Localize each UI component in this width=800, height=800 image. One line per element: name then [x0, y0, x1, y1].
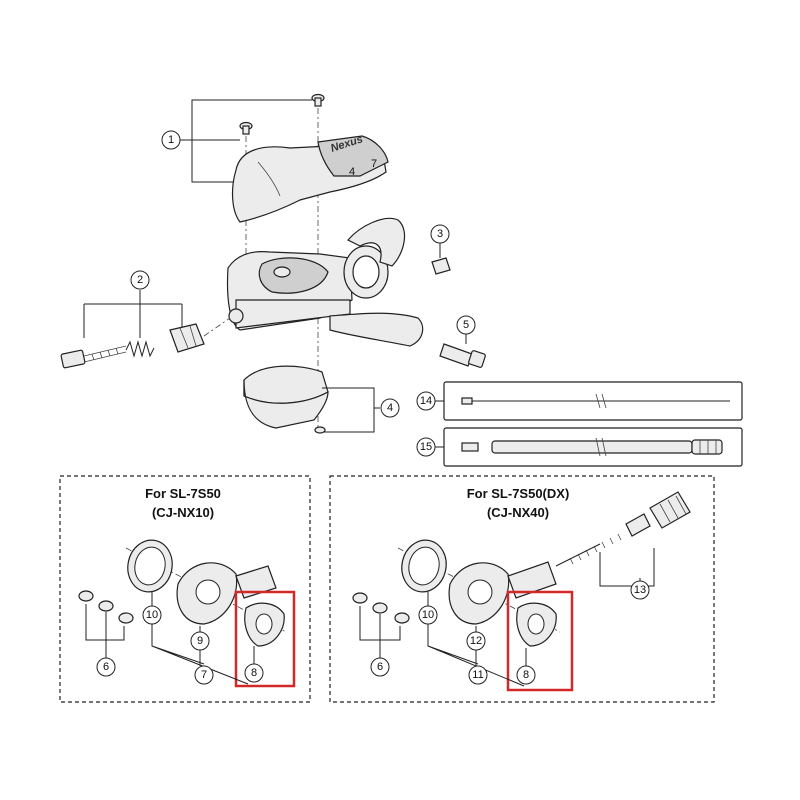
svg-text:4: 4 — [387, 402, 393, 414]
callout-11: 11 — [468, 665, 488, 685]
leader-lines-left-box — [85, 592, 255, 685]
gear-number-7: 7 — [371, 158, 377, 170]
callout-4: 4 — [380, 398, 400, 418]
callout-5: 5 — [456, 315, 476, 335]
svg-text:3: 3 — [437, 228, 443, 240]
cap-screw-3 — [431, 257, 451, 275]
callout-6: 6 — [96, 657, 116, 677]
callout-6-right: 6 — [370, 657, 390, 677]
svg-text:7: 7 — [201, 669, 207, 681]
callout-1: 1 — [161, 130, 181, 150]
leader-lines-1 — [180, 99, 312, 183]
svg-text:5: 5 — [463, 319, 469, 331]
box-right-title-line1: For SL-7S50(DX) — [467, 486, 570, 501]
adjuster-nut — [169, 323, 205, 353]
adjuster-spring — [125, 340, 155, 358]
callout-3: 3 — [430, 224, 450, 244]
lower-cover — [243, 365, 329, 434]
callout-9: 9 — [190, 631, 210, 651]
svg-text:10: 10 — [422, 609, 434, 621]
leader-lines-2 — [83, 290, 183, 338]
svg-text:8: 8 — [523, 669, 529, 681]
shifter-body — [226, 217, 424, 347]
svg-text:12: 12 — [470, 635, 482, 647]
highlight-box-left — [234, 590, 296, 688]
callout-15: 15 — [416, 437, 436, 457]
svg-text:15: 15 — [420, 441, 432, 453]
box-left-title-line2: (CJ-NX10) — [152, 505, 214, 520]
svg-text:6: 6 — [377, 661, 383, 673]
box-left-title-line1: For SL-7S50 — [145, 486, 221, 501]
top-cover: Nexus 4 7 — [231, 133, 389, 223]
callout-12: 12 — [466, 631, 486, 651]
screw-top-right — [311, 93, 325, 107]
box-right-title-line2: (CJ-NX40) — [487, 505, 549, 520]
outer-casing-15 — [443, 427, 743, 467]
svg-text:6: 6 — [103, 661, 109, 673]
callout-7: 7 — [194, 665, 214, 685]
callout-10-left: 10 — [142, 605, 162, 625]
svg-text:1: 1 — [168, 134, 174, 146]
screw-top-left — [239, 121, 253, 135]
callout-13: 13 — [630, 580, 650, 600]
callout-8-left: 8 — [244, 663, 264, 683]
left-box-parts — [78, 539, 287, 647]
callout-14: 14 — [416, 391, 436, 411]
right-box-parts — [352, 491, 691, 647]
svg-text:14: 14 — [420, 395, 432, 407]
svg-text:10: 10 — [146, 609, 158, 621]
gear-number-4: 4 — [349, 166, 355, 178]
svg-text:2: 2 — [137, 274, 143, 286]
leader-lines-4 — [322, 387, 380, 433]
clamp-bolt-5 — [439, 343, 486, 368]
svg-text:11: 11 — [472, 669, 483, 681]
svg-text:8: 8 — [251, 667, 257, 679]
highlight-box-right — [506, 590, 574, 692]
callout-8-right: 8 — [516, 665, 536, 685]
box-sl-7s50-dx — [329, 475, 715, 703]
inner-cable-14 — [443, 381, 743, 421]
adjuster-bolt — [60, 345, 127, 369]
svg-text:9: 9 — [197, 635, 203, 647]
callout-10-right: 10 — [418, 605, 438, 625]
callout-2: 2 — [130, 270, 150, 290]
svg-text:13: 13 — [634, 584, 646, 596]
